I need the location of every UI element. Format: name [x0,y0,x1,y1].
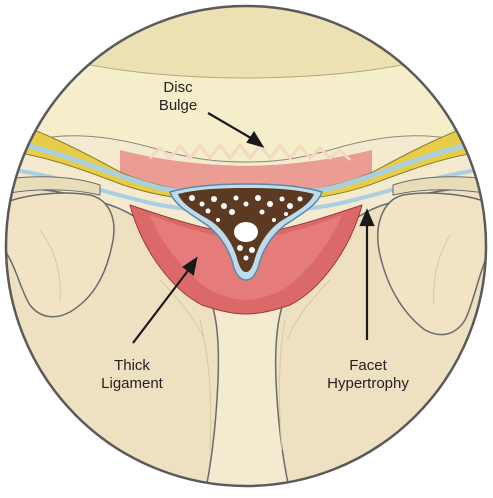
thick-ligament-label-line-1: Thick [92,357,172,375]
disc-bulge-label: Disc Bulge [154,79,202,115]
thick-ligament-label-line-2: Ligament [92,375,172,393]
disc-bulge-label-line-1: Disc [154,79,202,97]
disc-top-surface [0,0,493,78]
disc-bulge-label-line-2: Bulge [154,97,202,115]
facet-hypertrophy-label: Facet Hypertrophy [318,357,418,393]
thick-ligament-label: Thick Ligament [92,357,172,393]
facet-hypertrophy-label-line-1: Facet [318,357,418,375]
facet-hypertrophy-label-line-2: Hypertrophy [318,375,418,393]
